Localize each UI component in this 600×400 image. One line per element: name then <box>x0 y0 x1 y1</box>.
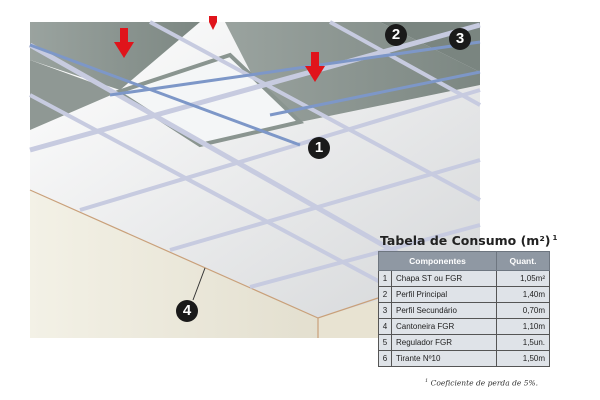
arrow-icon <box>114 16 325 82</box>
row-component: Tirante Nº10 <box>391 350 497 367</box>
footnote-text: Coeficiente de perda de 5%. <box>430 378 538 388</box>
row-component: Cantoneira FGR <box>391 318 497 335</box>
table-header-row: Componentes Quant. <box>378 251 550 271</box>
row-number: 1 <box>378 270 392 287</box>
wall-right <box>318 300 378 338</box>
table-title: Tabela de Consumo (m²)1 <box>380 233 557 248</box>
row-component: Chapa ST ou FGR <box>391 270 497 287</box>
wall <box>30 190 318 338</box>
row-component: Perfil Secundário <box>391 302 497 319</box>
main-profile-blue <box>29 40 481 147</box>
header-quantity: Quant. <box>496 251 550 271</box>
callout-2: 2 <box>385 24 407 46</box>
panel-left-lower <box>30 60 118 130</box>
table-title-note: 1 <box>552 233 558 242</box>
panel-left <box>30 22 200 90</box>
callout-1: 1 <box>308 137 330 159</box>
row-number: 5 <box>378 334 392 351</box>
row-number: 6 <box>378 350 392 367</box>
row-quantity: 0,70m <box>496 302 550 319</box>
callout-4: 4 <box>176 300 198 322</box>
callout-3: 3 <box>449 28 471 50</box>
grid-profiles <box>28 20 482 332</box>
footnote-mark: 1 <box>425 378 429 384</box>
consumption-table-panel: Tabela de Consumo (m²)1 Componentes Quan… <box>378 233 557 367</box>
row-quantity: 1,05m² <box>496 270 550 287</box>
row-number: 2 <box>378 286 392 303</box>
row-quantity: 1,40m <box>496 286 550 303</box>
table-title-text: Tabela de Consumo (m²) <box>380 233 551 248</box>
row-quantity: 1,5un. <box>496 334 550 351</box>
row-quantity: 1,50m <box>496 350 550 367</box>
table-footnote: 1 Coeficiente de perda de 5%. <box>425 378 538 388</box>
row-component: Regulador FGR <box>391 334 497 351</box>
row-quantity: 1,10m <box>496 318 550 335</box>
callout-4-leader <box>192 267 206 301</box>
row-component: Perfil Principal <box>391 286 497 303</box>
header-component: Componentes <box>378 251 497 271</box>
row-number: 3 <box>378 302 392 319</box>
row-number: 4 <box>378 318 392 335</box>
